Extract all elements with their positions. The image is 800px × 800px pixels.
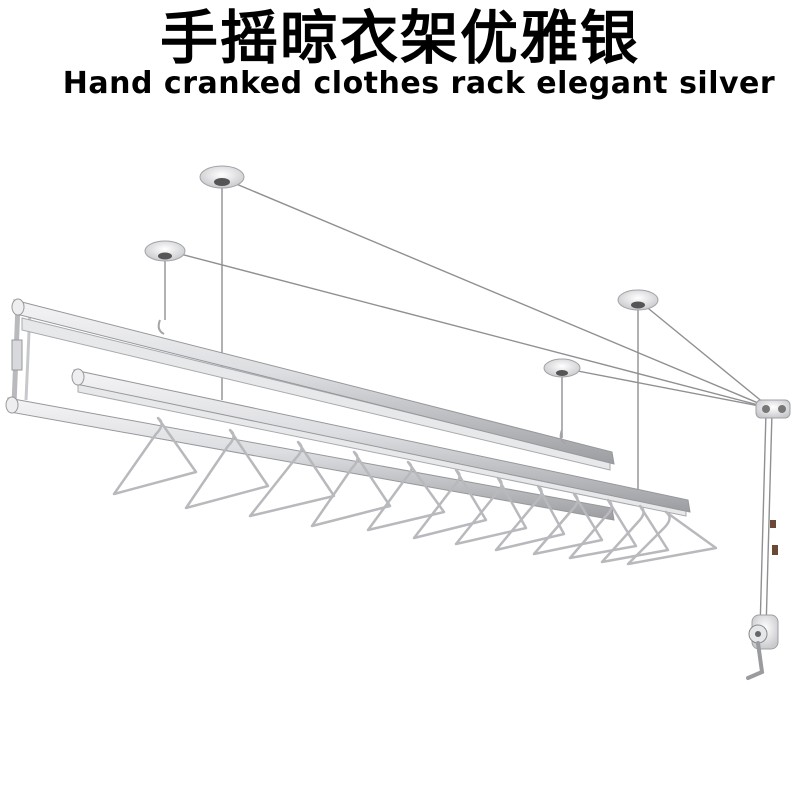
page-title: 手摇晾衣架优雅银 (159, 4, 640, 72)
page-subtitle: Hand cranked clothes rack elegant silver (62, 66, 776, 101)
corner-pulley-block (755, 399, 791, 419)
rods (5, 298, 691, 521)
ceiling-pulley-icon (144, 165, 659, 378)
rod-hooks (157, 319, 567, 445)
hanger-icon (112, 416, 718, 566)
hand-crank-icon (746, 520, 779, 680)
cables (164, 177, 773, 631)
slotted-bars (21, 317, 687, 517)
